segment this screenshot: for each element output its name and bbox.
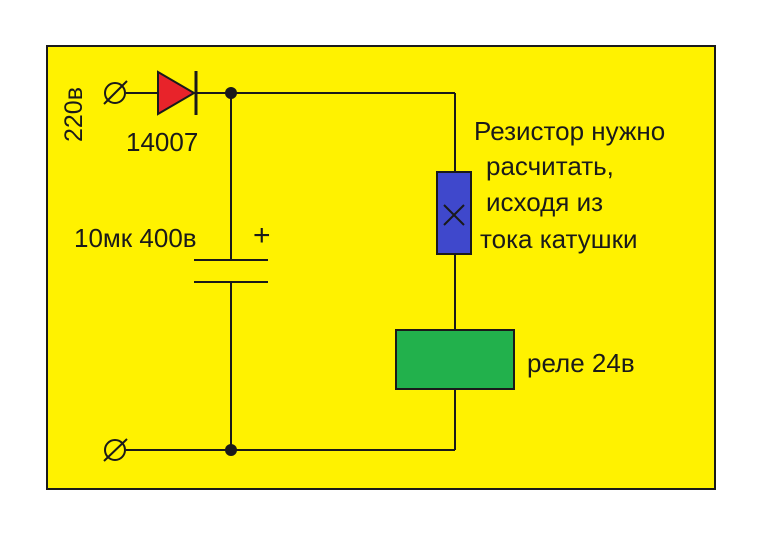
resistor-icon [436, 171, 472, 255]
diode-icon [157, 70, 198, 116]
resistor-note-line-1: Резистор нужно [474, 116, 666, 146]
resistor-note-line-2: расчитать, [486, 151, 614, 181]
junction-bottom [225, 444, 237, 456]
capacitor-label: 10мк 400в [74, 223, 197, 253]
junction-top [225, 87, 237, 99]
relay-label: реле 24в [527, 348, 635, 378]
relay-coil-icon [395, 329, 515, 390]
terminal-top-icon [103, 80, 128, 105]
diode-label: 14007 [126, 127, 199, 157]
voltage-label: 220в [60, 87, 88, 142]
resistor-note-line-3: исходя из [486, 187, 604, 217]
capacitor-polarity-label: + [253, 219, 271, 252]
terminal-bottom-icon [103, 438, 128, 462]
resistor-note-line-4: тока катушки [480, 224, 638, 254]
diagram-panel [46, 45, 716, 490]
